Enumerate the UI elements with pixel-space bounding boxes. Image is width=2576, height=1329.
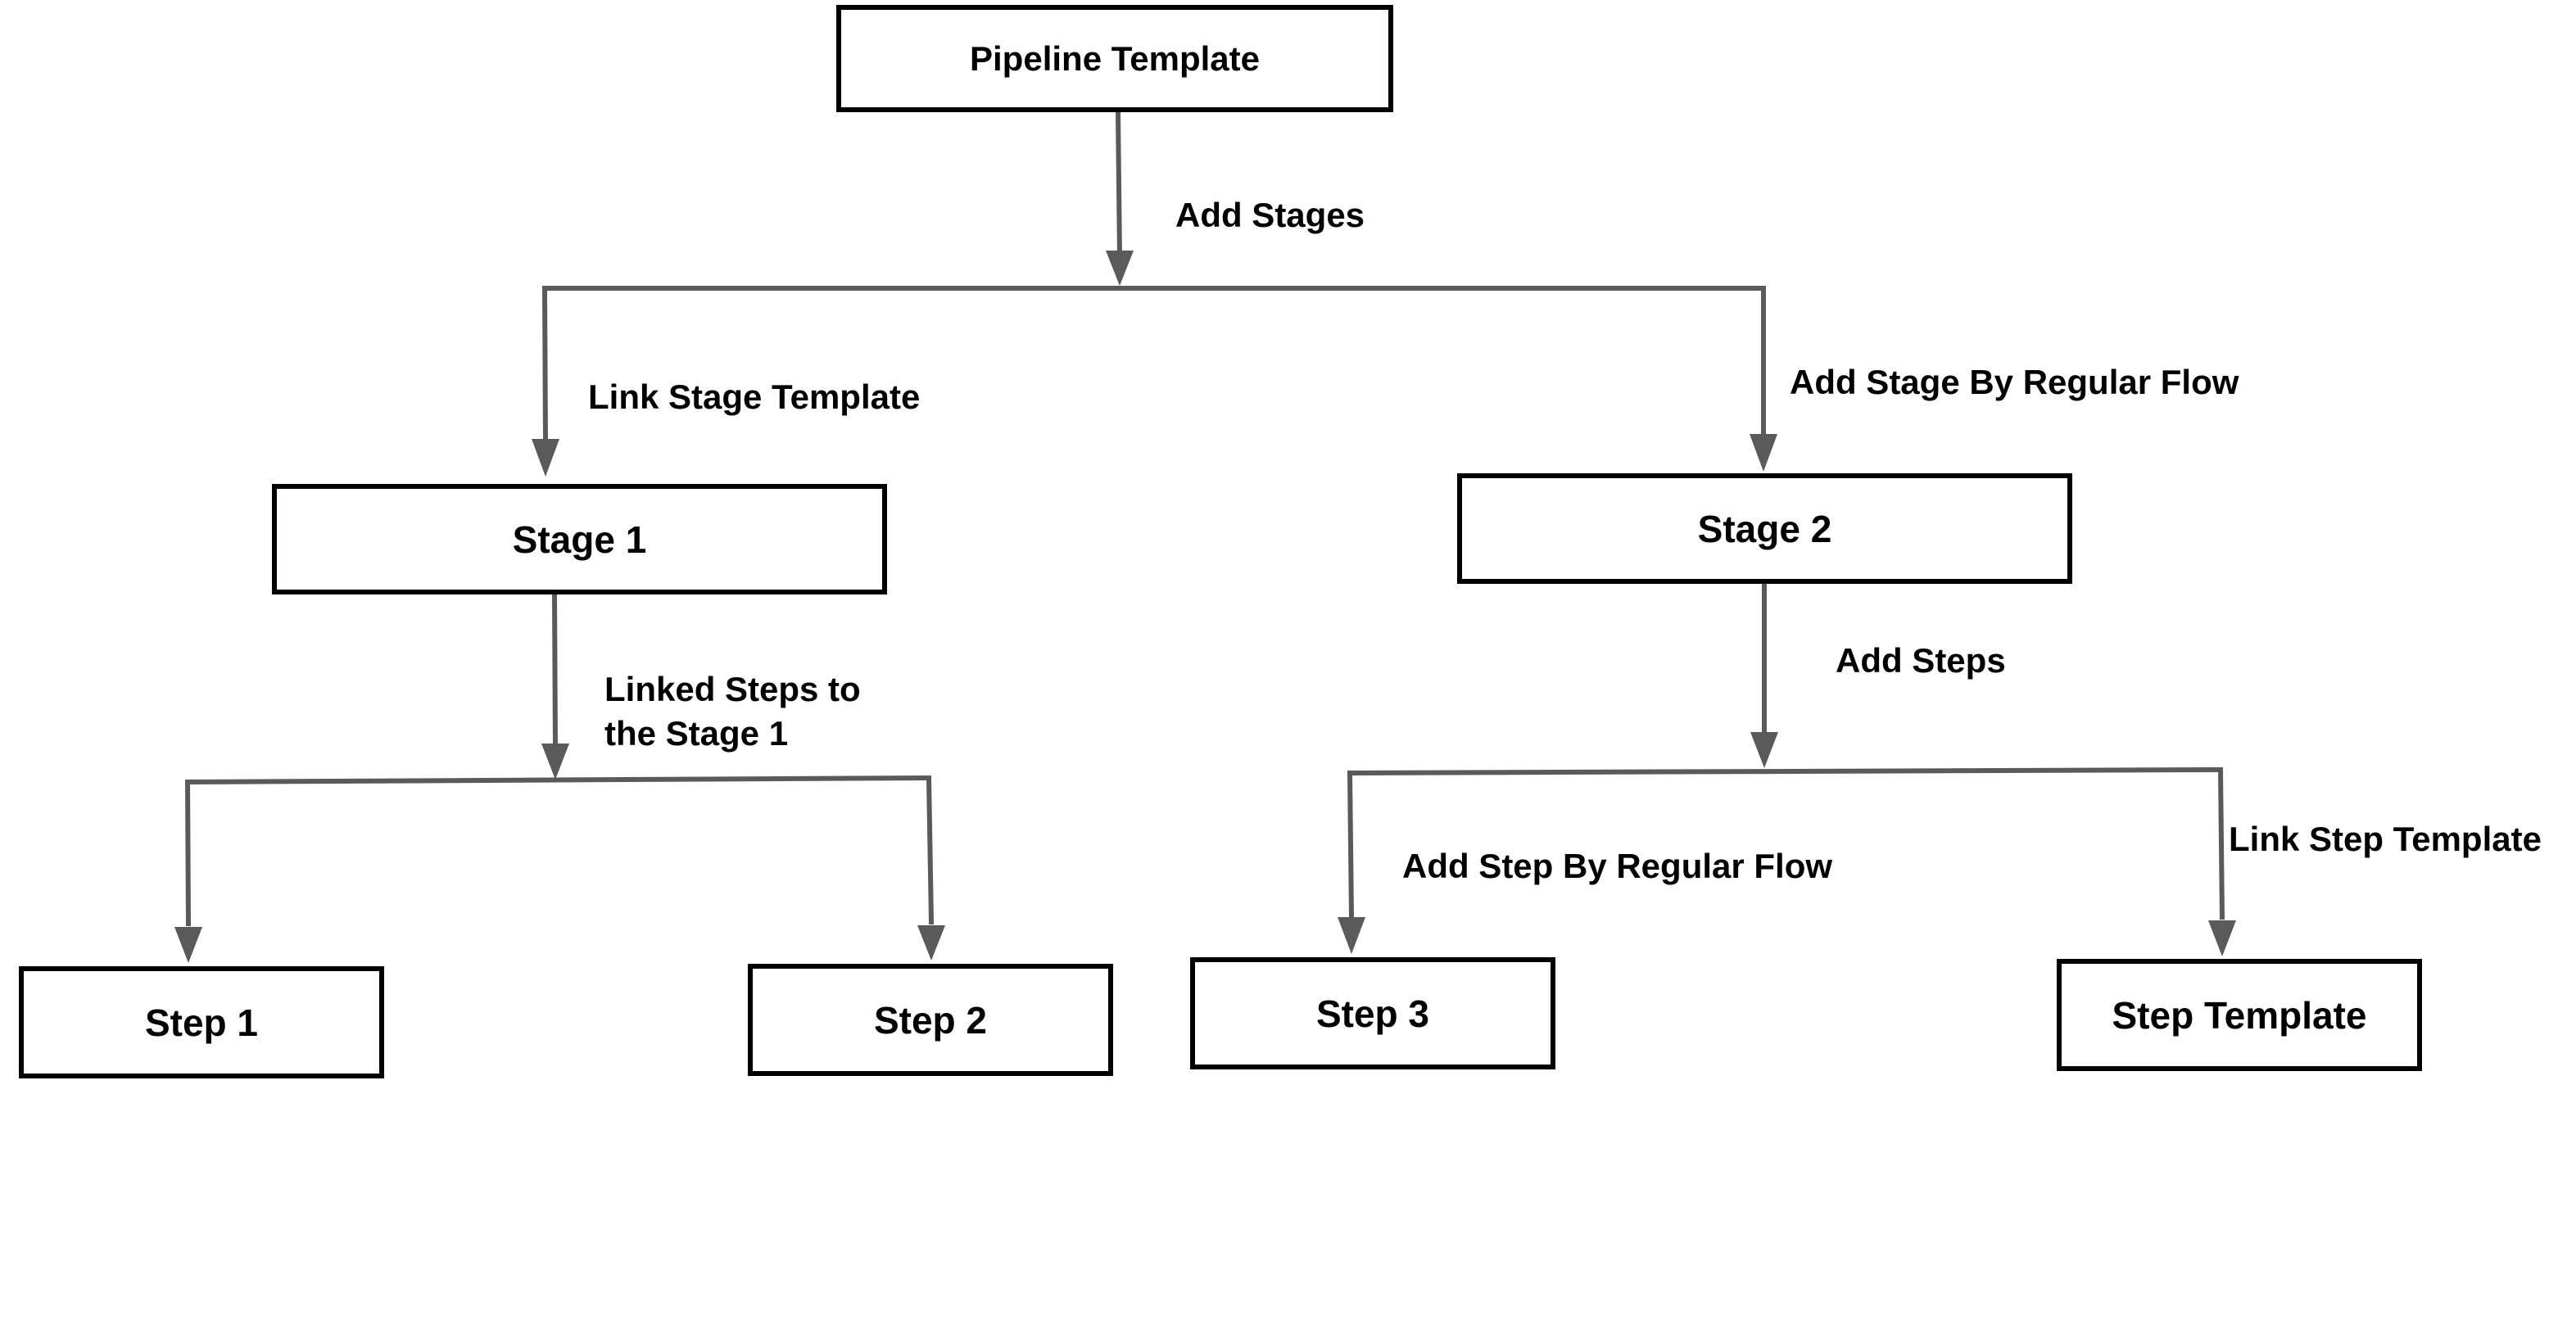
arrowhead-step-template (2208, 920, 2236, 956)
connector-bus-to-stage1 (541, 285, 549, 445)
pipeline-template-label: Pipeline Template (970, 38, 1260, 78)
edge-label-link-stage-template: Link Stage Template (588, 377, 921, 416)
arrowhead-add-steps (1750, 732, 1778, 768)
arrowhead-add-stages (1106, 251, 1134, 286)
step-3-box: Step 3 (1190, 957, 1555, 1069)
step-1-label: Step 1 (144, 1001, 259, 1044)
arrowhead-stage2 (1750, 434, 1777, 472)
arrowhead-linked-steps (541, 744, 569, 780)
step-2-box: Step 2 (748, 964, 1113, 1076)
connector-bus-to-step-template (2217, 766, 2225, 920)
edge-label-link-step-template: Link Step Template (2229, 820, 2542, 858)
stage-2-box: Stage 2 (1457, 473, 2072, 584)
edge-label-add-stages: Add Stages (1175, 196, 1365, 234)
connector-bus-to-step2 (926, 775, 935, 925)
connector-step-bus-right (1347, 766, 2224, 776)
connector-pipeline-to-bus (1115, 109, 1123, 261)
edge-label-add-step-by-regular-flow: Add Step By Regular Flow (1402, 847, 1833, 885)
arrowhead-stage1 (532, 439, 559, 477)
connector-bus-to-step3 (1347, 770, 1355, 920)
arrowhead-step2 (917, 925, 945, 961)
pipeline-template-box: Pipeline Template (836, 5, 1393, 112)
arrowhead-step1 (174, 927, 202, 963)
step-template-label: Step Template (2112, 993, 2367, 1037)
edge-label-linked-steps-to-stage-1: Linked Steps to the Stage 1 (604, 670, 861, 753)
edge-label-add-stage-by-regular-flow: Add Stage By Regular Flow (1790, 363, 2239, 401)
edge-label-add-steps: Add Steps (1836, 641, 2006, 680)
stage-2-label: Stage 2 (1697, 507, 1832, 550)
arrowhead-step3 (1338, 917, 1365, 954)
step-2-label: Step 2 (873, 998, 988, 1042)
step-3-label: Step 3 (1315, 992, 1430, 1035)
step-template-box: Step Template (2057, 959, 2422, 1071)
stage-1-label: Stage 1 (512, 518, 647, 561)
step-1-box: Step 1 (19, 966, 384, 1078)
connector-step-bus-left (184, 775, 932, 785)
stage-1-box: Stage 1 (272, 484, 887, 594)
